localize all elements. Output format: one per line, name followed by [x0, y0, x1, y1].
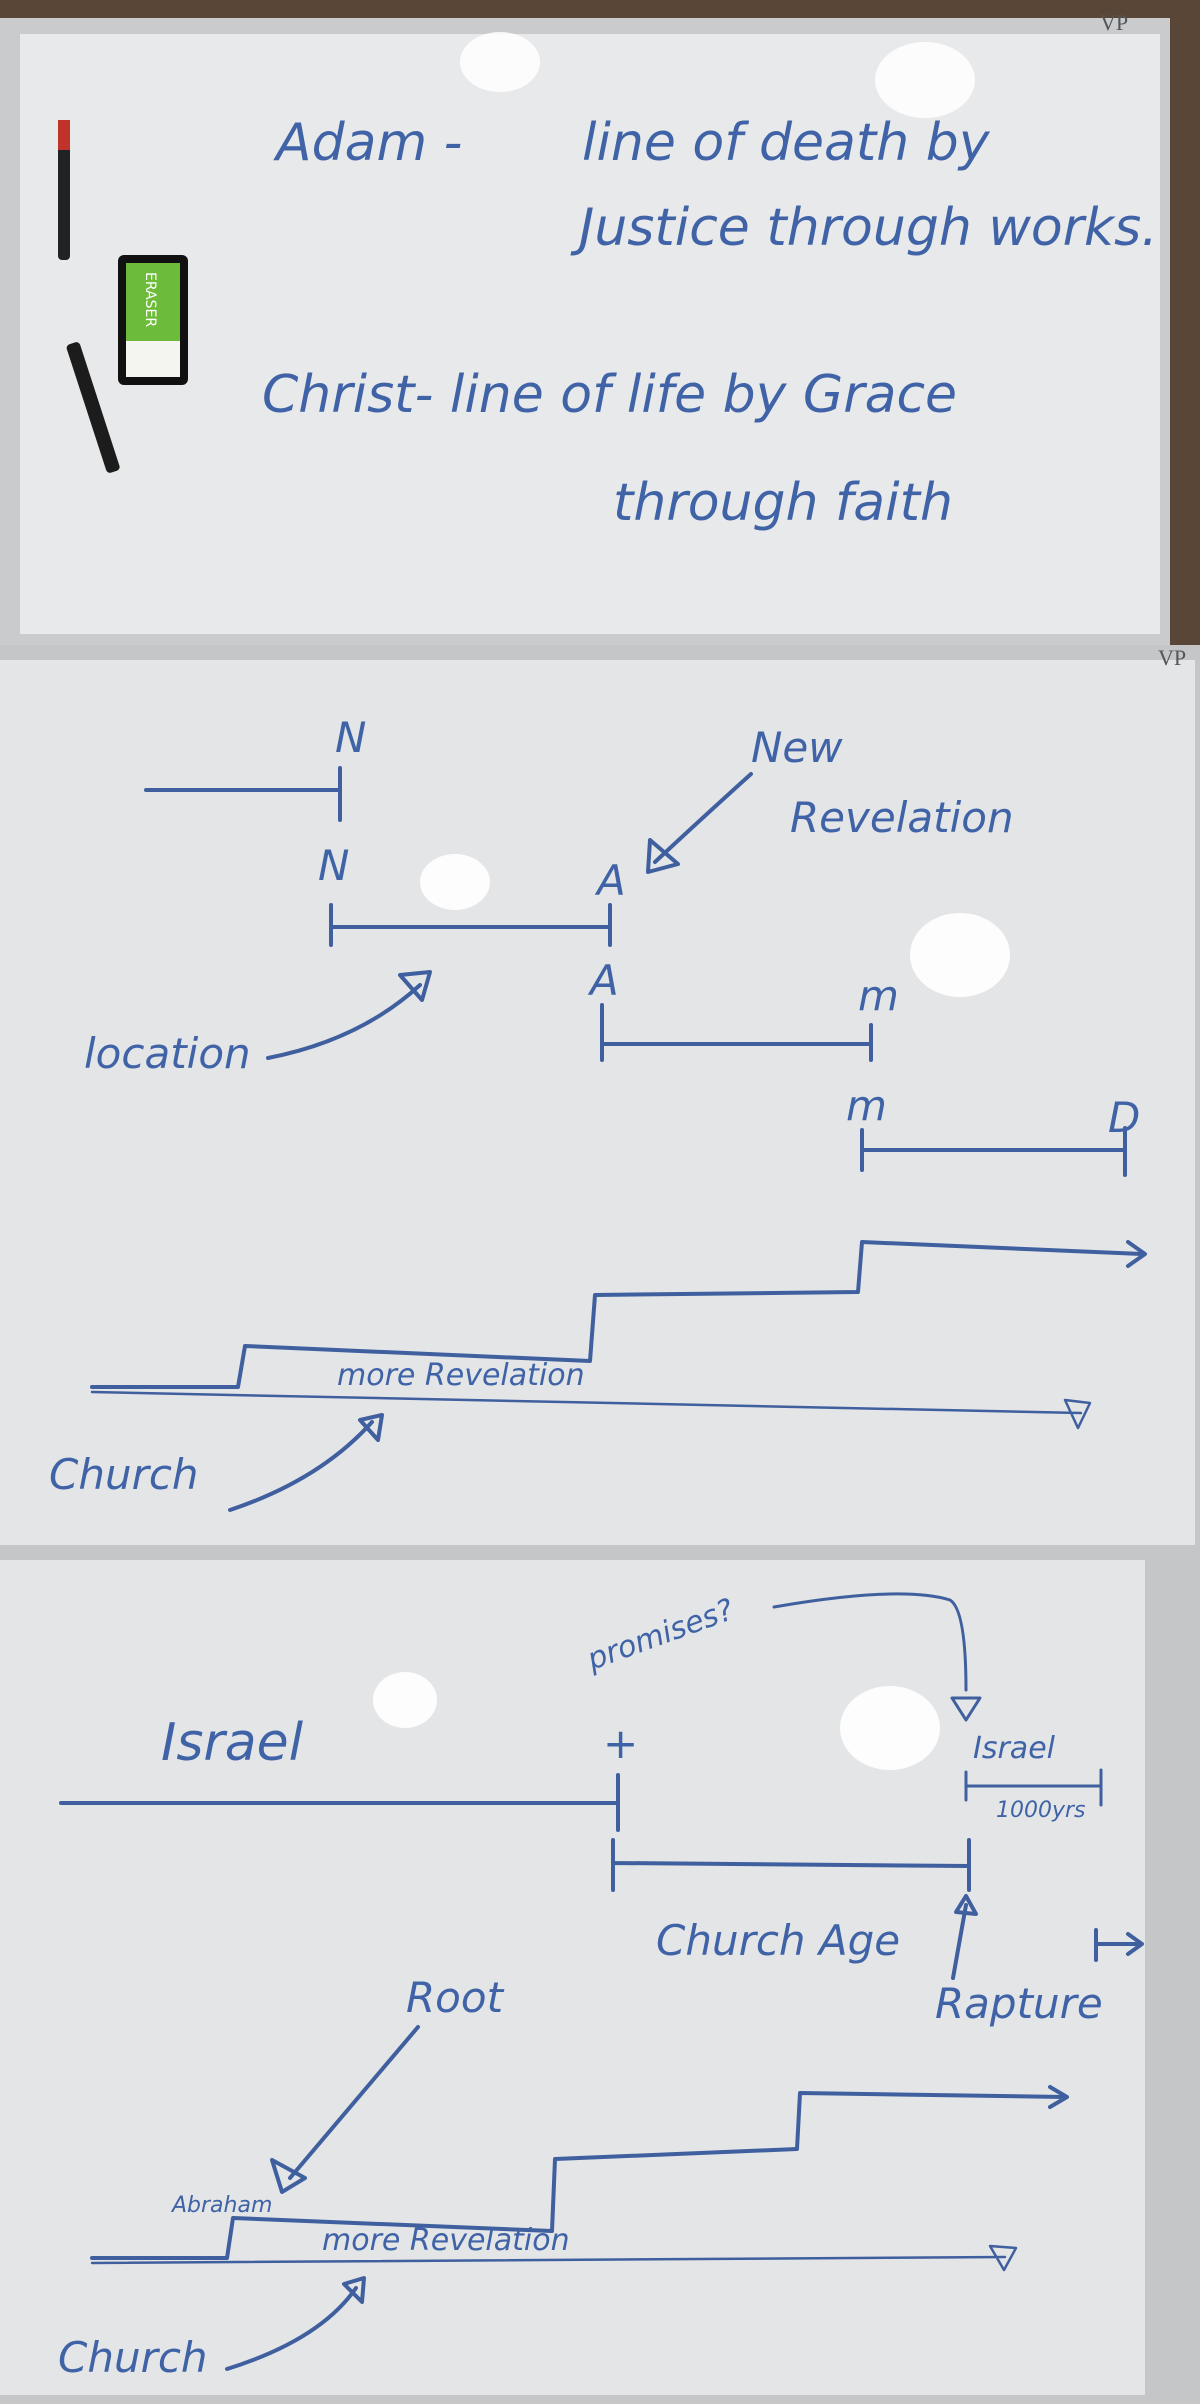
label-a: A [587, 956, 619, 1005]
board-2-surface [0, 660, 1195, 1545]
marker-cap [58, 120, 70, 150]
through-faith-text: through faith [613, 473, 953, 533]
justice-through-works-text: Justice through works. [570, 198, 1158, 258]
board-brand: VP [1158, 645, 1186, 670]
church-arrow [225, 2276, 366, 2371]
church-age-timeline [611, 1838, 971, 1892]
glare [875, 42, 975, 118]
new-label: New [751, 723, 843, 772]
revelation-label: Revelation [790, 793, 1014, 842]
label-n-top: N [335, 713, 366, 762]
israel-timeline [59, 1773, 620, 1832]
israel-label: Israel [161, 1713, 304, 1773]
eraser-icon: ERASER [118, 255, 188, 385]
revelation-staircase [90, 2085, 1069, 2260]
church-age-label: Church Age [656, 1916, 900, 1965]
church-arrow [228, 1413, 384, 1512]
glare [840, 1686, 940, 1770]
continuation-arrow [1094, 1928, 1144, 1962]
root-label: Root [406, 1973, 505, 2022]
label-n: N [318, 841, 349, 890]
revelation-staircase [90, 1240, 1147, 1389]
root-arrow [270, 2025, 420, 2194]
abraham-label: Abraham [170, 2193, 272, 2218]
more-revelation-label: more Revelation [337, 1358, 585, 1393]
timeline-segment-1 [144, 766, 342, 822]
timeline-segment-4 [860, 1126, 1127, 1177]
cross-label: + [603, 1719, 638, 1768]
rapture-arrow [951, 1894, 978, 1980]
church-baseline-arrow [90, 2244, 1018, 2272]
promises-arrow [772, 1592, 982, 1722]
timeline-segment-2 [329, 903, 612, 947]
glare [420, 854, 490, 910]
church-baseline-arrow [90, 1390, 1092, 1430]
more-revelation-label: more Revelation [322, 2223, 570, 2258]
location-label: location [84, 1029, 251, 1078]
label-d: D [1108, 1093, 1140, 1142]
church-label: Church [49, 1450, 199, 1499]
church-label: Church [58, 2333, 208, 2382]
location-arrow [266, 970, 432, 1060]
whiteboard-3: Israel + promises? Israel 1000yrs Church… [0, 1552, 1200, 2404]
timeline-segment-3 [600, 1003, 873, 1062]
board-1-surface [20, 34, 1160, 634]
adam-label: Adam - [273, 113, 462, 173]
label-m-top: m [858, 971, 899, 1020]
black-marker-icon [66, 342, 120, 473]
board-3-surface [0, 1560, 1145, 2395]
whiteboard-1: VP ERASER Adam - line of death by Justic… [0, 10, 1170, 645]
millennium-timeline [964, 1768, 1103, 1807]
thousand-years-label: 1000yrs [996, 1798, 1086, 1823]
glare [373, 1672, 437, 1728]
christ-line-of-life-text: Christ- line of life by Grace [262, 365, 957, 425]
label-a-top: A [594, 856, 626, 905]
new-revelation-arrow [646, 772, 753, 874]
board-brand: VP [1100, 10, 1128, 35]
whiteboard-2: VP N N A New Revelation A m m D location… [0, 645, 1200, 1552]
label-m: m [846, 1081, 887, 1130]
line-of-death-text: line of death by [582, 113, 991, 173]
eraser-label: ERASER [142, 272, 158, 327]
israel-future-label: Israel [973, 1731, 1056, 1766]
red-marker-icon [58, 120, 70, 260]
glare [910, 913, 1010, 997]
glare [460, 32, 540, 92]
rapture-label: Rapture [935, 1979, 1103, 2028]
